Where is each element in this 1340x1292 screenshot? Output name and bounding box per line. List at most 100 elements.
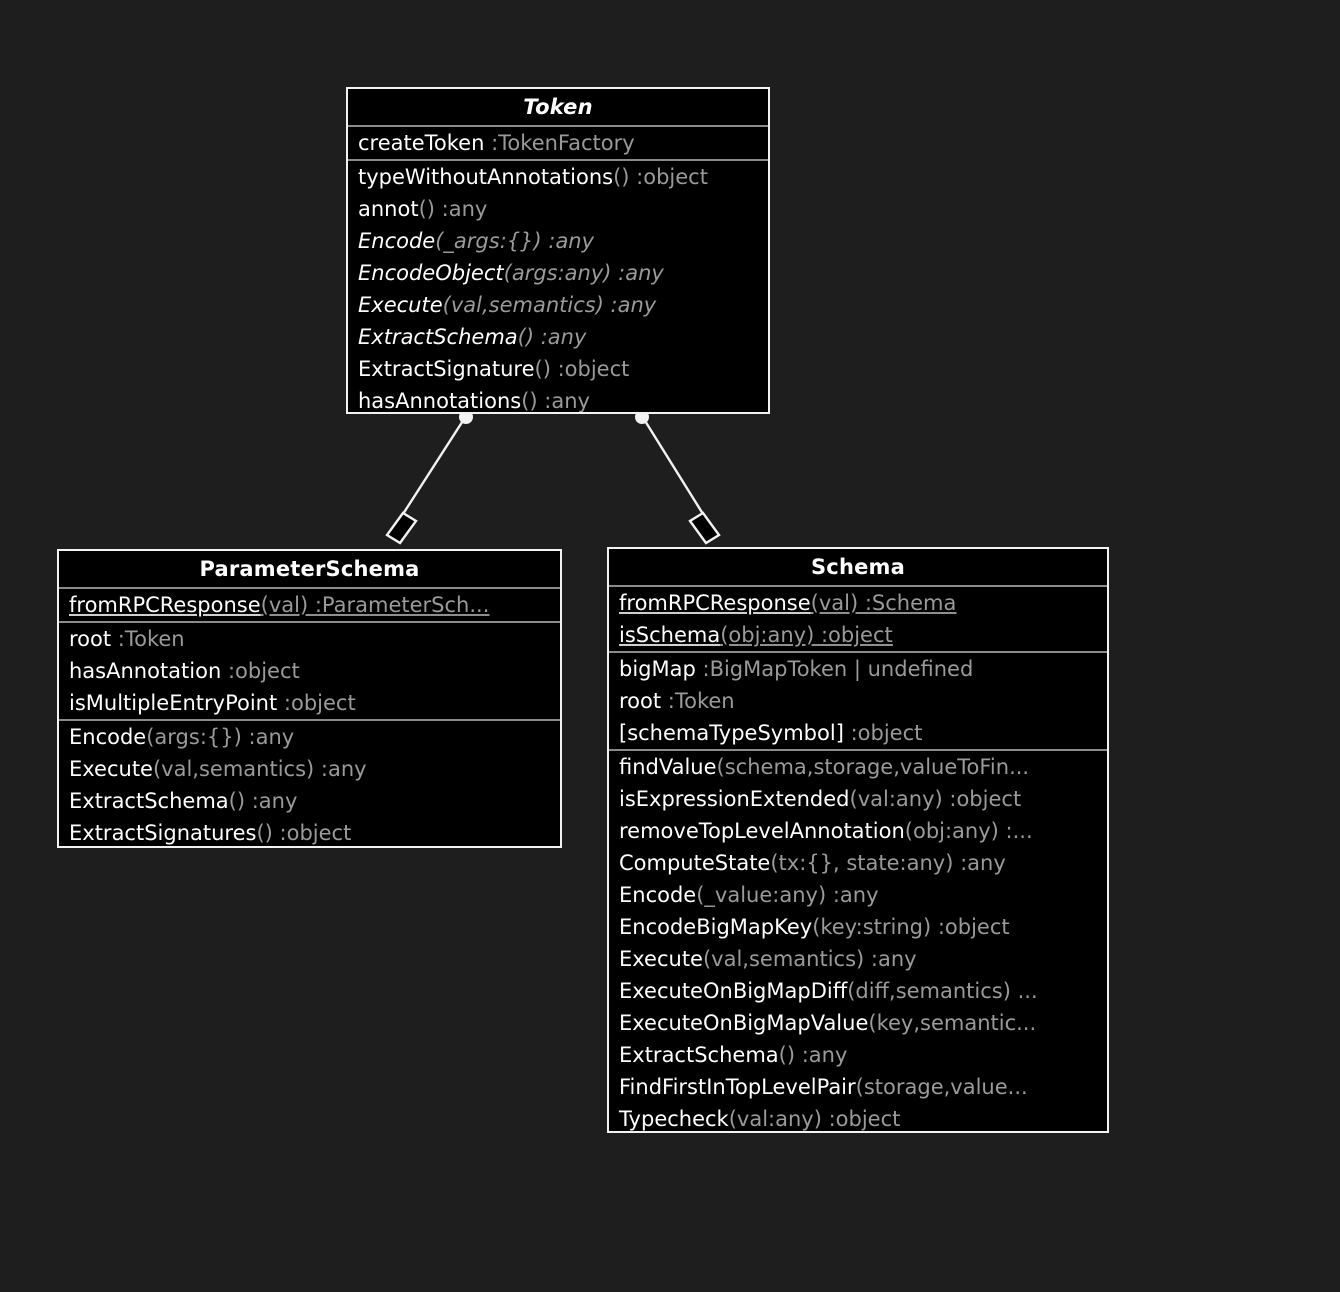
class-member[interactable]: Execute(val,semantics) :any [609,943,1107,975]
member-name: isSchema [619,623,721,647]
member-name: Encode [619,883,697,907]
member-signature: (val,semantics) :any [442,293,657,317]
member-name: createToken [358,131,485,155]
class-member[interactable]: hasAnnotations() :any [348,385,768,413]
class-member[interactable]: Execute(val,semantics) :any [348,289,768,321]
member-signature: (val:any) :object [728,1107,901,1131]
class-member[interactable]: ExecuteOnBigMapDiff(diff,semantics) ... [609,975,1107,1007]
member-name: FindFirstInTopLevelPair [619,1075,856,1099]
member-signature: :BigMapToken | undefined [695,657,974,681]
relationship-line [401,415,468,515]
member-signature: () :any [517,325,587,349]
compartment-token-statics: createToken :TokenFactory [348,125,768,159]
class-member[interactable]: root :Token [59,623,560,655]
member-signature: :object [221,659,300,683]
member-signature: :Token [661,689,735,713]
member-signature: (key:string) :object [812,915,1010,939]
class-member[interactable]: ExtractSignature() :object [348,353,768,385]
class-member[interactable]: findValue(schema,storage,valueToFin... [609,751,1107,783]
class-member[interactable]: bigMap :BigMapToken | undefined [609,653,1107,685]
member-signature: (val,semantics) :any [702,947,917,971]
member-name: findValue [619,755,717,779]
class-member[interactable]: EncodeBigMapKey(key:string) :object [609,911,1107,943]
member-name: [schemaTypeSymbol] [619,721,844,745]
class-member[interactable]: Typecheck(val:any) :object [609,1103,1107,1131]
class-member[interactable]: isExpressionExtended(val:any) :object [609,783,1107,815]
class-member[interactable]: ExtractSignatures() :object [59,817,560,846]
member-signature: (val,semantics) :any [152,757,367,781]
member-name: removeTopLevelAnnotation [619,819,905,843]
class-member[interactable]: removeTopLevelAnnotation(obj:any) :... [609,815,1107,847]
class-member[interactable]: annot() :any [348,193,768,225]
class-member[interactable]: ExtractSchema() :any [59,785,560,817]
aggregation-diamond-icon [385,511,418,545]
class-member[interactable]: ComputeState(tx:{}, state:any) :any [609,847,1107,879]
member-signature: (schema,storage,valueToFin... [716,755,1030,779]
member-signature: (val:any) :object [849,787,1022,811]
class-member[interactable]: ExtractSchema() :any [609,1039,1107,1071]
class-member[interactable]: root :Token [609,685,1107,717]
member-signature: (val) :ParameterSch... [260,593,490,617]
class-member[interactable]: Encode(args:{}) :any [59,721,560,753]
member-name: Typecheck [619,1107,729,1131]
class-member[interactable]: Execute(val,semantics) :any [59,753,560,785]
member-signature: (_value:any) :any [696,883,879,907]
member-signature: (obj:any) :... [904,819,1033,843]
member-name: isMultipleEntryPoint [69,691,278,715]
relationship-line [640,415,705,515]
member-name: hasAnnotations [358,389,522,413]
class-member[interactable]: FindFirstInTopLevelPair(storage,value... [609,1071,1107,1103]
member-signature: () :any [418,197,488,221]
member-name: typeWithoutAnnotations [358,165,614,189]
class-title-token: Token [523,95,593,119]
class-member[interactable]: Encode(_args:{}) :any [348,225,768,257]
compartment-schema-methods: findValue(schema,storage,valueToFin...is… [609,749,1107,1131]
class-member[interactable]: fromRPCResponse(val) :ParameterSch... [59,589,560,621]
class-member[interactable]: ExtractSchema() :any [348,321,768,353]
member-name: fromRPCResponse [69,593,261,617]
class-member[interactable]: hasAnnotation :object [59,655,560,687]
member-name: hasAnnotation [69,659,222,683]
member-name: root [69,627,112,651]
class-member[interactable]: EncodeObject(args:any) :any [348,257,768,289]
class-member[interactable]: createToken :TokenFactory [348,127,768,159]
class-member[interactable]: ExecuteOnBigMapValue(key,semantic... [609,1007,1107,1039]
relationship-token-schema [635,410,721,545]
class-box-token[interactable]: Token createToken :TokenFactory typeWith… [346,87,770,414]
member-name: Encode [358,229,436,253]
member-signature: () :any [228,789,298,813]
member-signature: (_args:{}) :any [435,229,595,253]
member-name: bigMap [619,657,696,681]
class-member[interactable]: isSchema(obj:any) :object [609,619,1107,651]
member-signature: (obj:any) :object [720,623,893,647]
member-name: ExtractSchema [69,789,229,813]
member-signature: (diff,semantics) ... [847,979,1038,1003]
class-box-parameterschema[interactable]: ParameterSchema fromRPCResponse(val) :Pa… [57,549,562,848]
member-name: fromRPCResponse [619,591,811,615]
member-name: root [619,689,662,713]
compartment-parameterschema-statics: fromRPCResponse(val) :ParameterSch... [59,587,560,621]
member-signature: (val) :Schema [810,591,957,615]
class-member[interactable]: [schemaTypeSymbol] :object [609,717,1107,749]
member-signature: () :object [613,165,708,189]
member-name: Execute [69,757,153,781]
class-member[interactable]: fromRPCResponse(val) :Schema [609,587,1107,619]
member-name: ExtractSchema [619,1043,779,1067]
member-name: Encode [69,725,147,749]
class-member[interactable]: Encode(_value:any) :any [609,879,1107,911]
member-signature: (args:any) :any [503,261,664,285]
member-name: Execute [619,947,703,971]
class-member[interactable]: isMultipleEntryPoint :object [59,687,560,719]
member-signature: (key,semantic... [868,1011,1037,1035]
member-signature: (storage,value... [855,1075,1028,1099]
class-title-parameterschema: ParameterSchema [199,557,420,581]
class-member[interactable]: typeWithoutAnnotations() :object [348,161,768,193]
member-signature: :TokenFactory [484,131,635,155]
